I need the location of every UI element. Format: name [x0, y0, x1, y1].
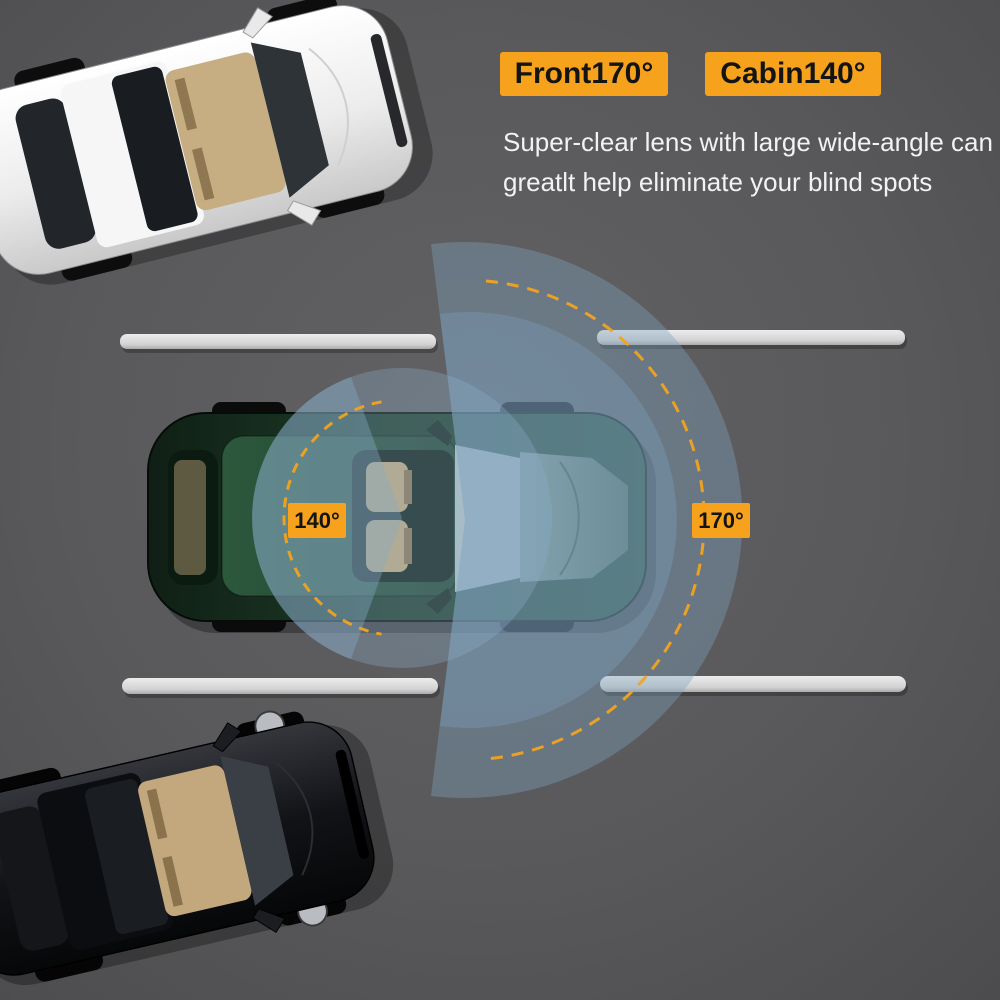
front-angle-arc: [485, 279, 706, 761]
black-car: [0, 710, 394, 986]
white-car: [0, 0, 433, 285]
green-car: [147, 402, 656, 633]
cabin-angle-arc: [282, 400, 382, 636]
description-text: Super-clear lens with large wide-angle c…: [503, 122, 993, 202]
front-angle-chip: 170°: [692, 503, 750, 538]
description-line-2: greatlt help eliminate your blind spots: [503, 167, 933, 197]
parking-lines: [120, 330, 908, 698]
front-camera-beam: [431, 242, 743, 798]
description-line-1: Super-clear lens with large wide-angle c…: [503, 127, 993, 157]
cabin-angle-chip: 140°: [288, 503, 346, 538]
cabin-angle-badge: Cabin140°: [705, 52, 881, 96]
front-angle-badge: Front170°: [500, 52, 668, 96]
